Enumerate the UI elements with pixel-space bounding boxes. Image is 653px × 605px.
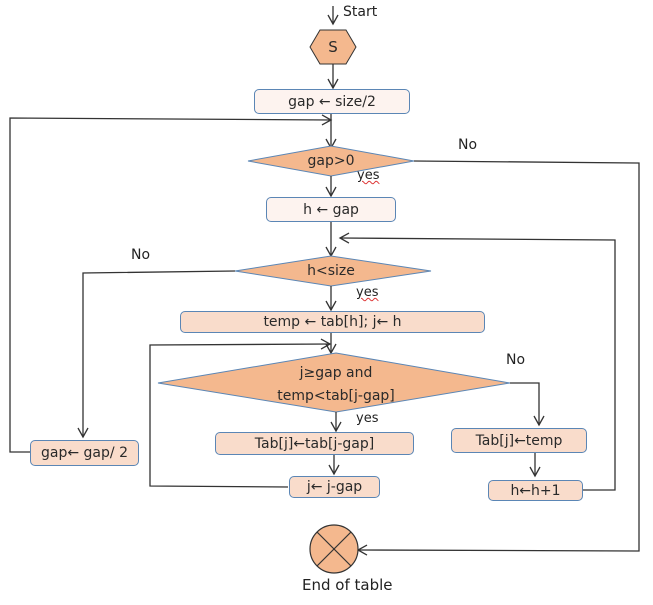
halve-gap-box: gap← gap/ 2 — [30, 440, 139, 466]
inc-h-box: h←h+1 — [488, 480, 583, 501]
edge-gap-no — [356, 160, 640, 556]
loop-dec-j-back — [149, 338, 332, 488]
loop-inc-h-back — [338, 232, 616, 491]
inc-h-text: h←h+1 — [510, 482, 561, 499]
shift-text: Tab[j]←tab[j-gap] — [254, 435, 375, 452]
end-label: End of table — [302, 576, 393, 594]
cond-inner-text-line1: j≥gap and — [299, 365, 373, 381]
set-h-box: h ← gap — [266, 197, 396, 222]
edge-label-gap-no: No — [458, 137, 478, 153]
start-hexagon — [309, 29, 357, 65]
edge-label-inner-yes: yes — [356, 411, 379, 426]
cond-h-diamond — [234, 255, 432, 287]
end-cross-b — [316, 531, 352, 567]
loop-halve-gap-back — [9, 114, 333, 453]
edge-h-no — [77, 270, 236, 439]
edge-label-h-yes: yes — [356, 285, 379, 300]
edge-label-h-no: No — [131, 247, 151, 263]
start-label: Start — [343, 4, 378, 20]
cond-inner-text-line2: temp<tab[j-gap] — [277, 388, 395, 404]
place-temp-text: Tab[j]←temp — [475, 432, 563, 449]
edge-inner-no — [510, 382, 545, 427]
set-h-text: h ← gap — [303, 201, 359, 218]
assign-temp-box: temp ← tab[h]; j← h — [180, 311, 485, 333]
edge-label-inner-no: No — [506, 352, 526, 368]
dec-j-text: j← j-gap — [306, 479, 363, 495]
edge-label-gap-yes: yes — [357, 168, 380, 183]
init-gap-box: gap ← size/2 — [254, 89, 410, 114]
place-temp-box: Tab[j]←temp — [451, 428, 587, 453]
init-gap-text: gap ← size/2 — [288, 93, 376, 110]
assign-temp-text: temp ← tab[h]; j← h — [263, 314, 402, 330]
halve-gap-text: gap← gap/ 2 — [41, 445, 128, 461]
cond-h-text: h<size — [307, 263, 355, 279]
shift-box: Tab[j]←tab[j-gap] — [215, 432, 414, 455]
start-symbol: S — [328, 38, 338, 56]
dec-j-box: j← j-gap — [289, 476, 380, 498]
cond-gap-text: gap>0 — [307, 153, 355, 169]
